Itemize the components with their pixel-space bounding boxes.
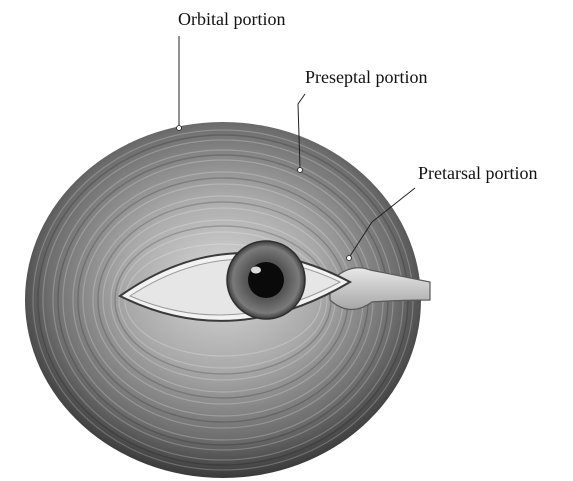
orbital-marker-dot xyxy=(177,126,182,131)
pretarsal-marker-dot xyxy=(347,256,352,261)
orbital-portion-label: Orbital portion xyxy=(178,10,285,28)
preseptal-portion-label: Preseptal portion xyxy=(305,68,427,86)
preseptal-marker-dot xyxy=(298,168,303,173)
pretarsal-portion-label: Pretarsal portion xyxy=(418,164,537,182)
